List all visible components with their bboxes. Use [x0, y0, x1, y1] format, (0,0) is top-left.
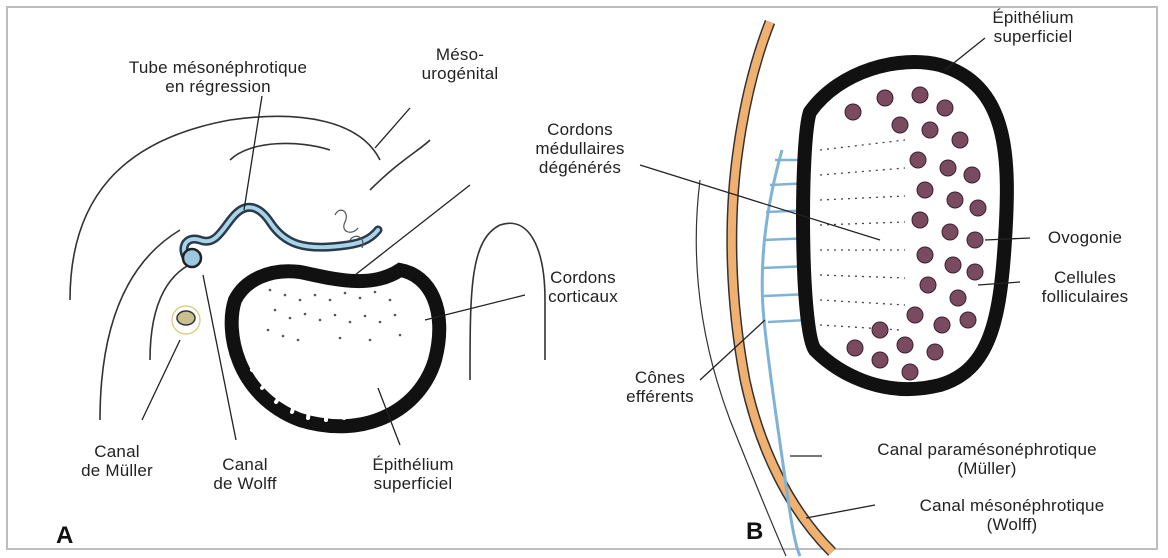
- mullerian-duct-section: [177, 311, 195, 325]
- label-canal-de-wolff: Canal de Wolff: [190, 455, 300, 493]
- label-canal-mesonephrotique: Canal mésonéphrotique (Wolff): [872, 496, 1152, 534]
- label-line: en régression: [108, 77, 328, 96]
- meso-outline: [370, 140, 430, 190]
- left-outline: [100, 230, 180, 420]
- label-cellules-folliculaires: Cellules folliculaires: [1020, 268, 1150, 306]
- label-line: Canal mésonéphrotique: [872, 496, 1152, 515]
- label-line: Canal: [190, 455, 300, 474]
- label-canal-de-muller: Canal de Müller: [62, 442, 172, 480]
- label-epithelium-superficiel-b: Épithélium superficiel: [968, 8, 1098, 46]
- inner-outline: [150, 260, 200, 360]
- label-line: Canal: [62, 442, 172, 461]
- label-line: Canal paramésonéphrotique: [822, 440, 1152, 459]
- label-cordons-corticaux: Cordons corticaux: [528, 268, 638, 306]
- wolffian-duct-section: [183, 249, 201, 267]
- label-line: Cellules: [1020, 268, 1150, 287]
- label-line: de Müller: [62, 461, 172, 480]
- label-epithelium-superficiel-a: Épithélium superficiel: [348, 455, 478, 493]
- label-line: Cordons: [528, 268, 638, 287]
- label-line: efférents: [610, 387, 710, 406]
- dorsal-outline: [230, 143, 330, 160]
- label-line: folliculaires: [1020, 287, 1150, 306]
- panel-letter-b: B: [746, 518, 763, 546]
- label-line: corticaux: [528, 287, 638, 306]
- panel-letter-a: A: [56, 522, 73, 550]
- label-cones-efferents: Cônes efférents: [610, 368, 710, 406]
- label-line: de Wolff: [190, 474, 300, 493]
- label-line: superficiel: [968, 27, 1098, 46]
- label-line: (Wolff): [872, 515, 1152, 534]
- label-meso-urogenital: Méso- urogénital: [405, 45, 515, 83]
- label-line: Tube mésonéphrotique: [108, 58, 328, 77]
- label-line: superficiel: [348, 474, 478, 493]
- label-line: urogénital: [405, 64, 515, 83]
- label-ovogonie: Ovogonie: [1030, 228, 1140, 247]
- label-line: Cordons: [510, 120, 650, 139]
- label-canal-paramesonephrotique: Canal paramésonéphrotique (Müller): [822, 440, 1152, 478]
- label-line: Méso-: [405, 45, 515, 64]
- label-line: Épithélium: [968, 8, 1098, 27]
- label-line: Cônes: [610, 368, 710, 387]
- label-line: dégénérés: [510, 158, 650, 177]
- label-line: (Müller): [822, 459, 1152, 478]
- mesonephric-tube: [184, 207, 378, 262]
- label-tube-mesonephrotique: Tube mésonéphrotique en régression: [108, 58, 328, 96]
- label-line: Épithélium: [348, 455, 478, 474]
- label-line: médullaires: [510, 139, 650, 158]
- label-cordons-medullaires: Cordons médullaires dégénérés: [510, 120, 650, 177]
